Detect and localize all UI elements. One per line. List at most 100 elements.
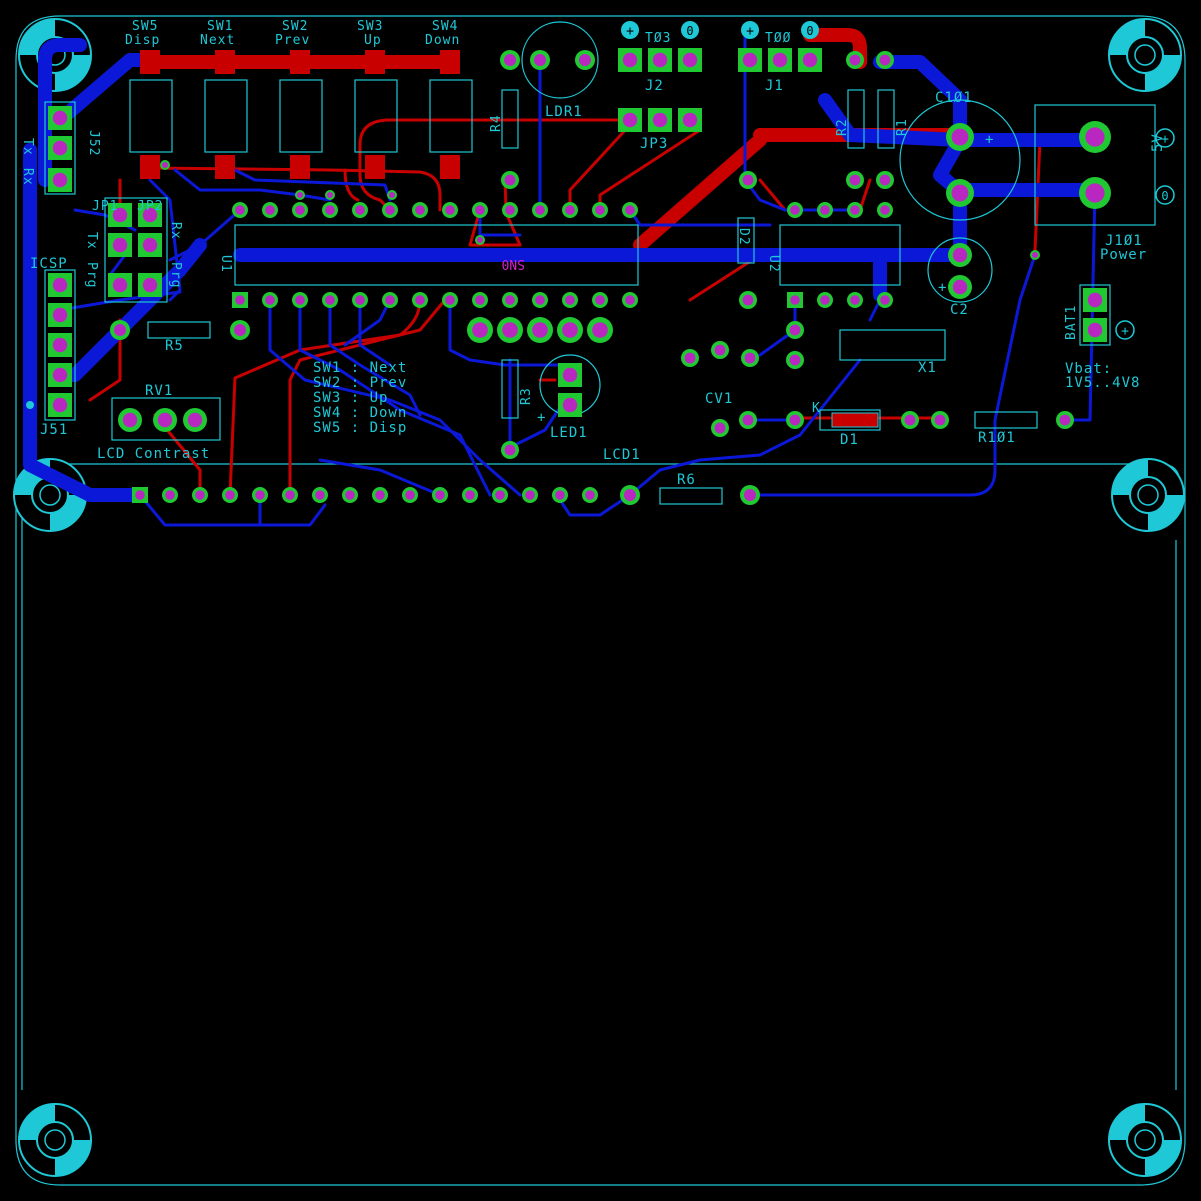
c101-pin-drill: [951, 184, 969, 202]
lcd1-pin-drill: [255, 490, 265, 500]
u1-pin-bottom-drill: [565, 295, 575, 305]
jp1-pin-drill: [112, 237, 128, 253]
u2-pin-top-drill: [790, 205, 800, 215]
cv1-pin-drill: [714, 422, 726, 434]
lcd1-pin-drill: [435, 490, 445, 500]
u2-pin-bottom-drill: [880, 295, 890, 305]
header-pad-drill: [502, 322, 518, 338]
power-plus-marker: +: [1161, 132, 1169, 147]
u1-pin-bottom-drill: [265, 295, 275, 305]
bat-plus-marker: +: [1121, 324, 1129, 339]
u1-pin-top-drill: [265, 205, 275, 215]
d2-pin-drill: [742, 174, 754, 186]
u1-pin-bottom-drill: [625, 295, 635, 305]
j2-plus-marker: +: [626, 24, 634, 39]
r1-pin-drill: [879, 54, 891, 66]
r6-label: R6: [677, 472, 696, 488]
d1-label: D1: [840, 432, 859, 448]
lcd1-pin-drill: [465, 490, 475, 500]
jp1-label: JP1: [92, 199, 118, 214]
u1-pin-top-drill: [355, 205, 365, 215]
jp3-pin-drill: [682, 112, 698, 128]
sw3-label: Up: [364, 33, 382, 48]
u2-pin-bottom-drill: [850, 295, 860, 305]
silkscreen-labels: SW5 Disp SW1 Next SW2 Prev SW3 Up SW4 Do…: [20, 19, 1166, 488]
power-zero-marker: 0: [1161, 189, 1168, 203]
c2-label: C2: [950, 302, 969, 318]
j52-pin-drill: [52, 140, 68, 156]
j52-pin-drill: [52, 172, 68, 188]
j101-pin-drill: [1085, 183, 1105, 203]
jp-rx-label: Rx: [168, 222, 183, 240]
lcd1-pin-drill: [405, 490, 415, 500]
u1-pin-bottom-drill: [535, 295, 545, 305]
icsp-pin-drill: [52, 307, 68, 323]
x1-label: X1: [918, 360, 937, 376]
r6-pin-drill: [624, 489, 636, 501]
jp2-pin-drill: [142, 237, 158, 253]
header-pad-drill: [472, 322, 488, 338]
u1-pin-top-drill: [325, 205, 335, 215]
r5-pin-drill: [234, 324, 246, 336]
d1-k-label: K: [812, 401, 821, 416]
u2-pin-top-drill: [820, 205, 830, 215]
u1-pin-bottom-drill: [295, 295, 305, 305]
u1-pin-top-drill: [445, 205, 455, 215]
u1-pin-bottom-drill: [445, 295, 455, 305]
cv1-label: CV1: [705, 391, 733, 407]
jp1-pin-drill: [112, 207, 128, 223]
u2-pin-bottom-drill: [790, 295, 800, 305]
cv1-pin-drill: [744, 352, 756, 364]
lcd1-pin-drill: [375, 490, 385, 500]
header-pad-drill: [562, 322, 578, 338]
j52-pin-drill: [52, 110, 68, 126]
u1-pin-top-drill: [625, 205, 635, 215]
j2-pin-drill: [682, 52, 698, 68]
d1-pin-drill: [934, 414, 946, 426]
lcd1-label: LCD1: [603, 447, 641, 463]
led1-label: LED1: [550, 425, 588, 441]
r2-pin-drill: [849, 174, 861, 186]
mounting-hole-mid-right: [1111, 458, 1185, 532]
rx-label: Rx: [20, 168, 35, 186]
j1-pin-drill: [802, 52, 818, 68]
rv1-pin-drill: [122, 412, 138, 428]
u1-pin-top-drill: [595, 205, 605, 215]
jp3-pin-drill: [652, 112, 668, 128]
c2-plus: +: [938, 280, 947, 296]
legend-line-2: SW2 : Prev: [313, 375, 407, 391]
sw1-label: Next: [200, 33, 235, 48]
j1-top-label: TØØ: [765, 31, 791, 46]
u2-pin-bottom-drill: [820, 295, 830, 305]
j1-zero-marker: 0: [806, 24, 813, 38]
j2-pin-drill: [652, 52, 668, 68]
r2-pin-drill: [849, 54, 861, 66]
icsp-pin-drill: [52, 277, 68, 293]
sw5-label: Disp: [125, 33, 160, 48]
u1-pin-bottom-drill: [325, 295, 335, 305]
bat1-pin-drill: [1087, 292, 1103, 308]
lcd1-pin-drill: [225, 490, 235, 500]
j101-pin-drill: [1085, 127, 1105, 147]
via-drill: [162, 162, 168, 168]
sw2-label: Prev: [275, 33, 310, 48]
j1-pin-drill: [742, 52, 758, 68]
tx-label: Tx: [20, 138, 35, 156]
j1-pin-drill: [772, 52, 788, 68]
lcd1-pin-drill: [345, 490, 355, 500]
r3-label: R3: [519, 387, 534, 405]
ldr-pin-drill: [579, 54, 591, 66]
switch-pads: [140, 50, 460, 179]
cv1-pin-drill: [684, 352, 696, 364]
lcd1-pin-drill: [195, 490, 205, 500]
bat1-pin-drill: [1087, 322, 1103, 338]
icsp-pin-drill: [52, 367, 68, 383]
vbat-label: Vbat:: [1065, 361, 1112, 377]
lcd1-pin-drill: [285, 490, 295, 500]
lcd-contrast-label: LCD Contrast: [97, 446, 210, 462]
jp-prg-right-label: Prg: [168, 262, 183, 288]
ldr-pin-drill: [534, 54, 546, 66]
u1-pin-top-drill: [565, 205, 575, 215]
icsp-pin-drill: [52, 397, 68, 413]
u1-pin-top-drill: [295, 205, 305, 215]
